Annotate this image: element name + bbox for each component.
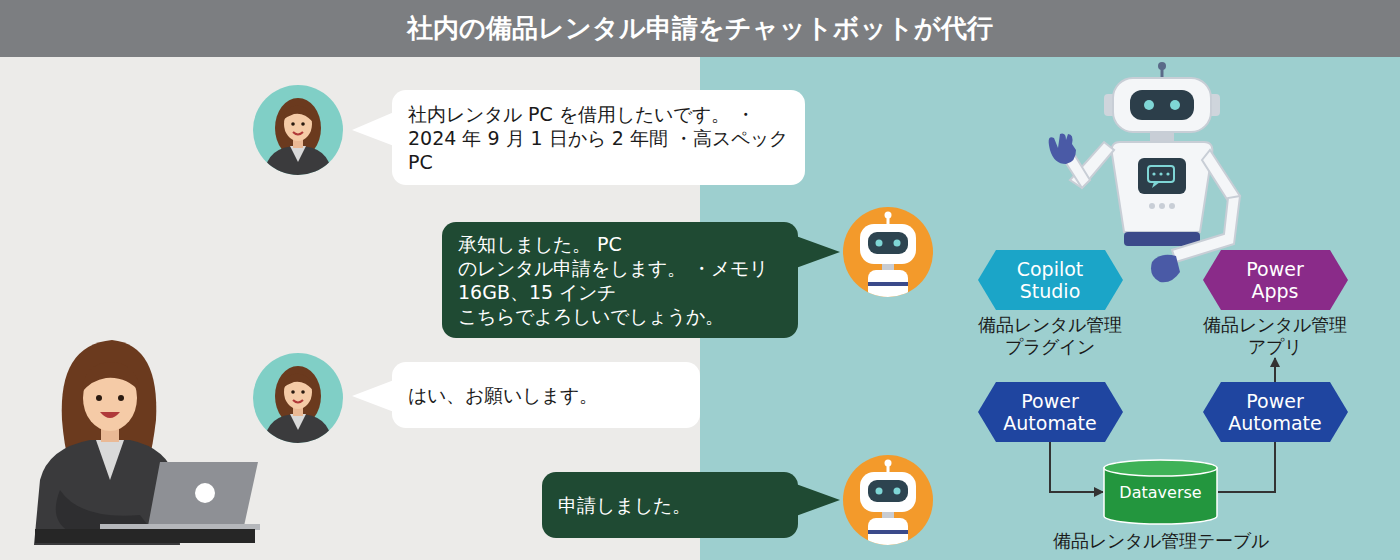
message-text: 社内レンタル PC を借用したいです。 ・2024 年 9 月 1 日から 2 … <box>408 102 789 174</box>
flow-connector <box>1050 442 1103 492</box>
robot-illustration <box>1049 62 1240 282</box>
title-text: 社内の備品レンタル申請をチャットボットが代行 <box>0 0 1400 57</box>
database-cylinder: Dataverse備品レンタル管理テーブル <box>1103 459 1218 525</box>
hexagon-shape: Power Automate <box>978 382 1123 442</box>
hexagon-shape: Power Automate <box>1203 382 1348 442</box>
user-avatar <box>253 85 343 176</box>
service-name: Power Automate <box>978 382 1123 442</box>
bot-panel <box>700 57 1400 560</box>
user-avatar <box>253 353 343 444</box>
hexagon-shape: Power Apps <box>1203 250 1348 310</box>
flow-connector <box>1274 358 1276 382</box>
service-name: Copilot Studio <box>978 250 1123 310</box>
message-text: はい、お願いします。 <box>408 383 598 407</box>
bubble-tail <box>352 380 394 412</box>
hexagon-shape: Copilot Studio <box>978 250 1123 310</box>
table-label: 備品レンタル管理テーブル <box>1053 529 1269 553</box>
bubble-tail <box>796 236 840 268</box>
chat-bubble: 申請しました。 <box>542 472 798 538</box>
bubble-tail <box>352 112 394 146</box>
bot-avatar <box>843 207 933 300</box>
chat-bubble: はい、お願いします。 <box>392 362 700 428</box>
service-name: Power Apps <box>1203 250 1348 310</box>
bot-avatar <box>843 455 933 548</box>
database-name: Dataverse <box>1103 467 1218 517</box>
woman-illustration <box>34 340 260 545</box>
chat-bubble: 社内レンタル PC を借用したいです。 ・2024 年 9 月 1 日から 2 … <box>392 90 805 185</box>
component-label: 備品レンタル管理 アプリ <box>1197 314 1353 358</box>
service-hexagon: Power Automate <box>970 382 1130 442</box>
service-name: Power Automate <box>1203 382 1348 442</box>
service-hexagon: Power Apps備品レンタル管理 アプリ <box>1195 250 1355 358</box>
service-hexagon: Power Automate <box>1195 382 1355 442</box>
message-text: 承知しました。 PC のレンタル申請をします。 ・メモリ 16GB、15 インチ… <box>458 232 782 328</box>
title-band <box>0 0 1400 57</box>
chat-bubble: 承知しました。 PC のレンタル申請をします。 ・メモリ 16GB、15 インチ… <box>442 222 798 338</box>
bubble-tail <box>796 484 840 516</box>
component-label: 備品レンタル管理 プラグイン <box>972 314 1128 358</box>
message-text: 申請しました。 <box>558 493 691 517</box>
flow-connector <box>1218 442 1275 492</box>
service-hexagon: Copilot Studio備品レンタル管理 プラグイン <box>970 250 1130 358</box>
